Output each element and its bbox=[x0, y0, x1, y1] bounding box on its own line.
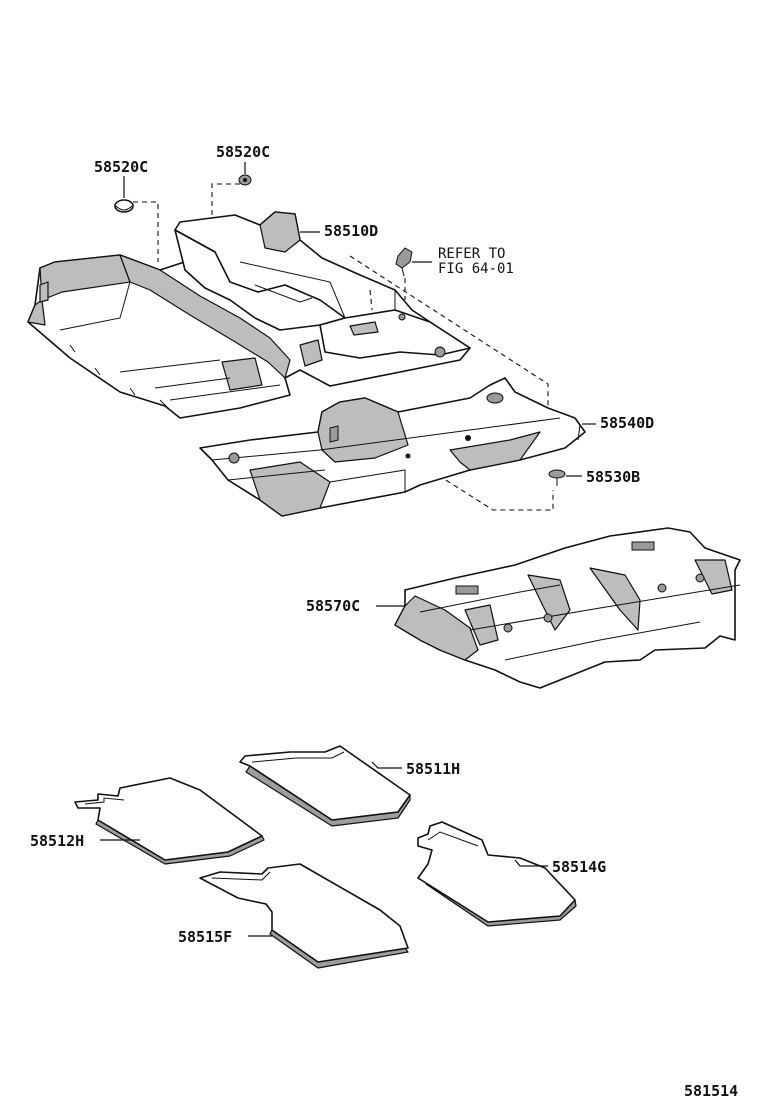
rear-carpet-guide-top bbox=[349, 255, 549, 408]
rear-carpet-guide-mid bbox=[369, 289, 373, 311]
front-floor-carpet-58510d bbox=[27, 211, 471, 419]
label-58540d: 58540D bbox=[600, 414, 654, 432]
leader-58514g bbox=[514, 859, 548, 867]
rear-carpet-guide-bottom bbox=[407, 455, 554, 511]
label-58511h: 58511H bbox=[406, 760, 460, 778]
refer-clip bbox=[395, 247, 413, 277]
floor-mat-58512h bbox=[74, 777, 265, 865]
label-58512h: 58512H bbox=[30, 832, 84, 850]
figure-number: 581514 bbox=[684, 1082, 738, 1100]
leader-58511h bbox=[371, 761, 402, 769]
floor-mat-58514g bbox=[417, 821, 577, 927]
label-refer-line2: FIG 64-01 bbox=[438, 261, 514, 277]
label-58520c-left: 58520C bbox=[94, 158, 148, 176]
clip-58520c-left bbox=[114, 199, 134, 213]
label-58514g: 58514G bbox=[552, 858, 606, 876]
clip-guide-left bbox=[133, 201, 159, 262]
label-refer-line1: REFER TO bbox=[438, 246, 505, 262]
rear-floor-carpet-58540d bbox=[199, 377, 586, 517]
clip-58530b bbox=[548, 469, 566, 486]
label-58520c-right: 58520C bbox=[216, 143, 270, 161]
label-58570c: 58570C bbox=[306, 597, 360, 615]
floor-silencer-58570c bbox=[394, 527, 741, 689]
label-58515f: 58515F bbox=[178, 928, 232, 946]
label-58530b: 58530B bbox=[586, 468, 640, 486]
floor-mat-58511h bbox=[239, 745, 411, 827]
label-58510d: 58510D bbox=[324, 222, 378, 240]
clip-58520c-right bbox=[238, 174, 252, 186]
floor-mat-58515f bbox=[199, 863, 409, 969]
clip-guide-right bbox=[211, 183, 240, 222]
